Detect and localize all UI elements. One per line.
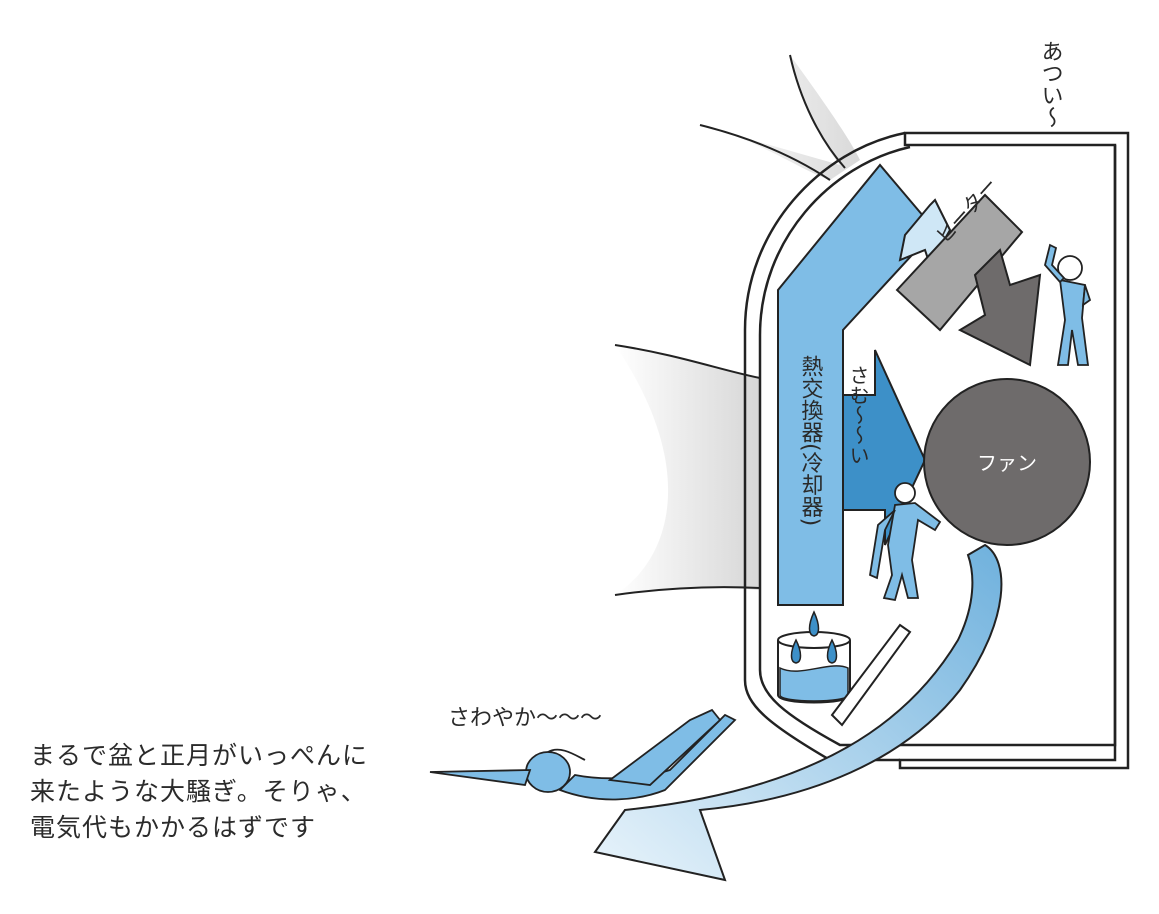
heater	[895, 193, 1024, 332]
water-drop-icon	[790, 638, 802, 664]
svg-text:熱交換器(冷却器): 熱交換器(冷却器)	[798, 355, 824, 526]
cold-label: さむ〜〜い	[846, 365, 870, 465]
hot-person-figure	[1044, 243, 1092, 366]
refreshed-person-figure	[429, 708, 737, 801]
water-drop-icon	[826, 638, 838, 664]
fan	[923, 378, 1091, 546]
caption-line-3: 電気代もかかるはずです	[30, 813, 317, 842]
fan-label: ファン	[977, 451, 1037, 475]
cold-person-figure	[869, 482, 942, 602]
heat-exchanger-label: 熱交換器(冷却器)	[798, 355, 824, 526]
caption: まるで盆と正月がいっぺんに 来たような大騒ぎ。そりゃ、 電気代もかかるはずです	[30, 738, 410, 846]
hot-label: あつい〜	[1038, 40, 1063, 128]
caption-line-1: まるで盆と正月がいっぺんに	[30, 741, 369, 770]
outlet-air-arrow	[593, 543, 1003, 882]
fresh-label: さわやか〜〜〜	[448, 706, 602, 731]
water-drop-icon	[808, 610, 820, 637]
heater-to-fan-arrow	[957, 248, 1042, 367]
heat-exchanger	[777, 163, 937, 606]
caption-line-2: 来たような大騒ぎ。そりゃ、	[30, 777, 367, 806]
louver	[830, 623, 912, 727]
drain-pan	[777, 610, 851, 704]
aircon-housing	[743, 131, 1130, 770]
